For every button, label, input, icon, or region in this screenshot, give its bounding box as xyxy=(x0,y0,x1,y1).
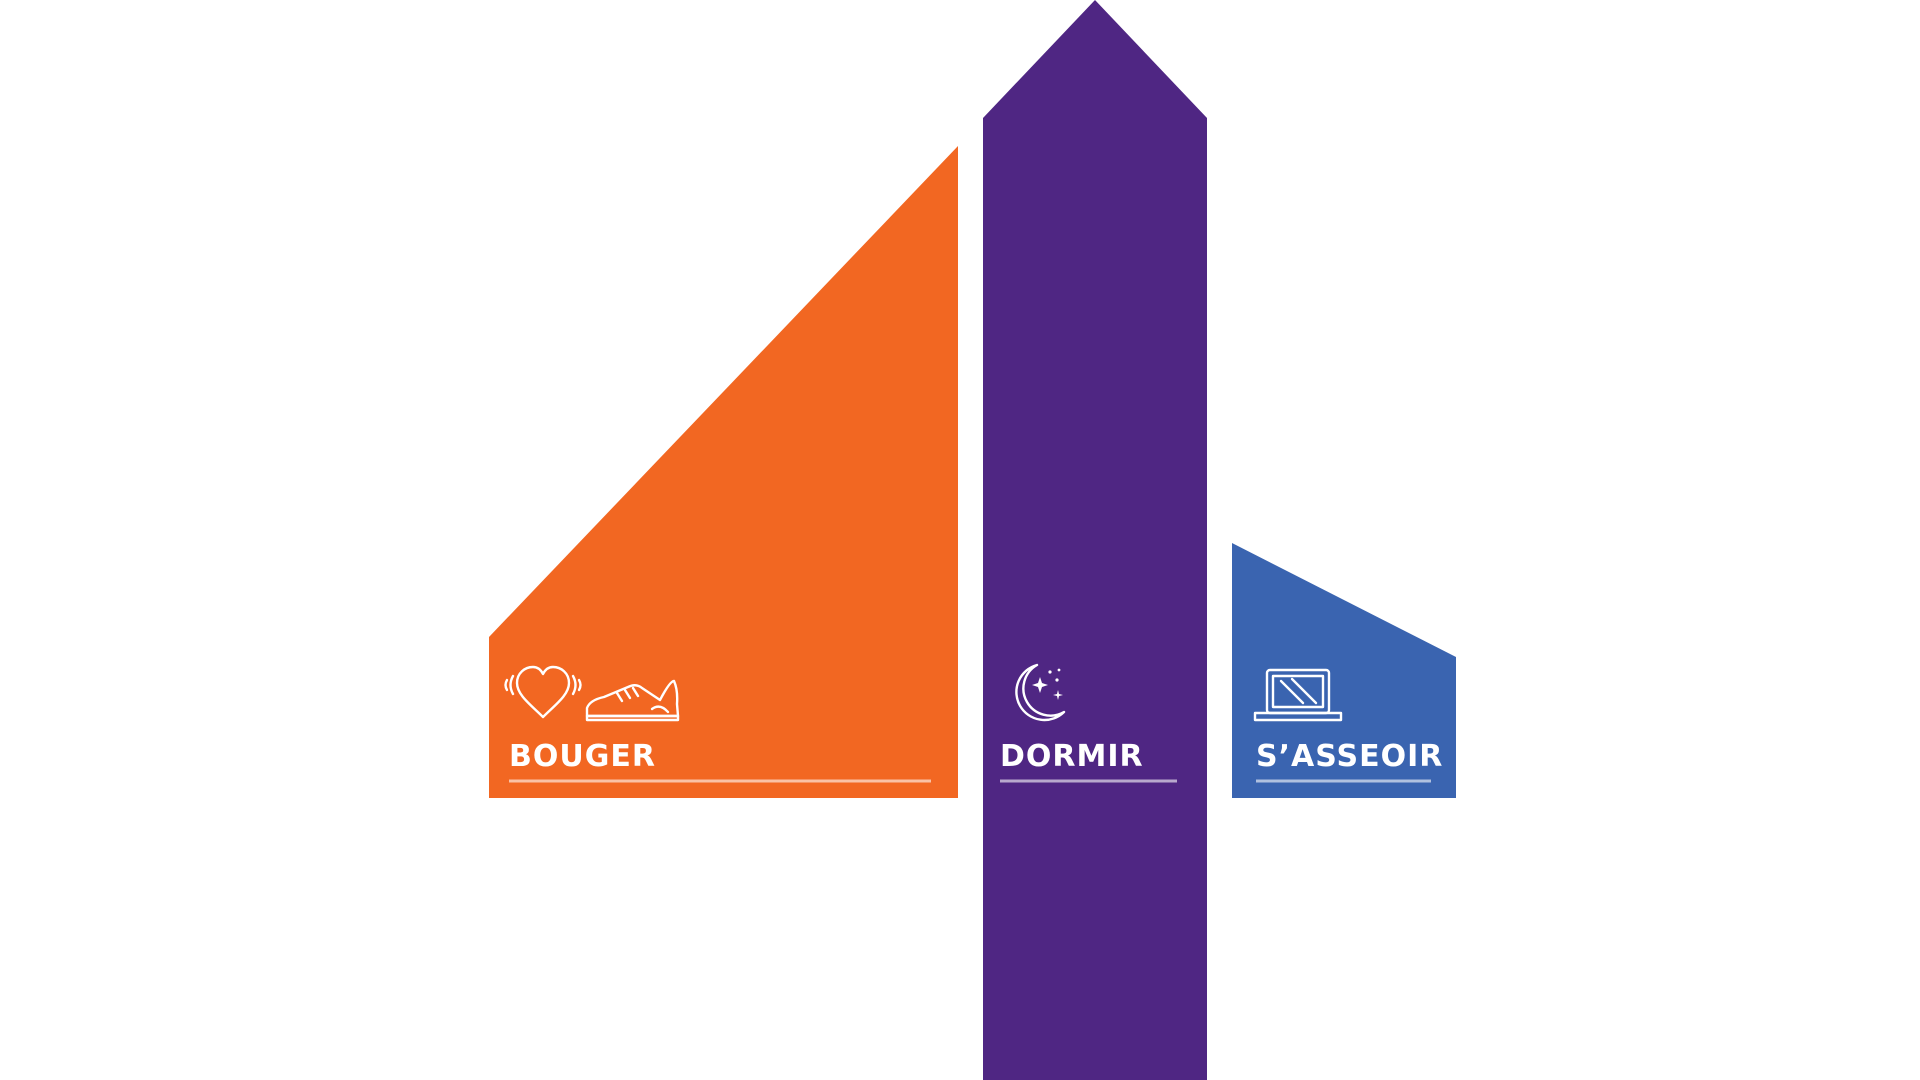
bouger-shape xyxy=(489,146,958,798)
shoe-icon xyxy=(585,679,680,722)
section-dormir: DORMIR xyxy=(983,0,1207,1080)
dormir-label: DORMIR xyxy=(1000,739,1144,774)
section-bouger: BOUGER xyxy=(489,146,958,798)
bouger-label: BOUGER xyxy=(509,739,656,774)
section-sasseoir: S’ASSEOIR xyxy=(1232,543,1456,798)
laptop-icon xyxy=(1253,668,1343,722)
sasseoir-label: S’ASSEOIR xyxy=(1256,739,1443,774)
dormir-arrow-shape xyxy=(983,0,1207,1080)
sasseoir-shape xyxy=(1232,543,1456,798)
moon-stars-icon xyxy=(1015,663,1066,722)
heart-icon xyxy=(504,665,582,719)
